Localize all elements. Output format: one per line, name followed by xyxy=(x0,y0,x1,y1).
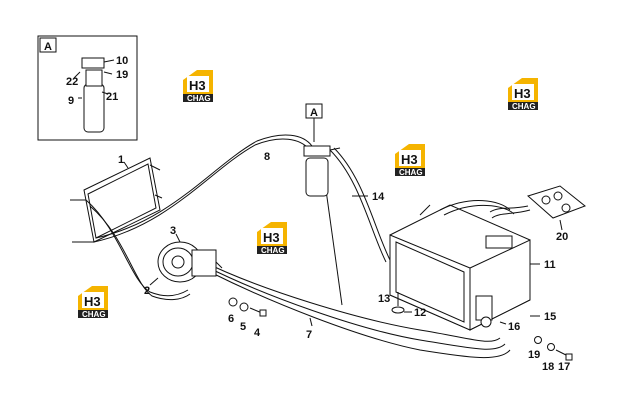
callout-12: 12 xyxy=(414,307,426,319)
compressor xyxy=(157,241,223,283)
callout-2: 2 xyxy=(144,285,150,297)
svg-text:H3: H3 xyxy=(514,86,531,101)
hose-7 xyxy=(199,259,501,342)
callout-19: 19 xyxy=(116,69,128,81)
callout-14: 14 xyxy=(372,191,385,203)
callout-20: 20 xyxy=(556,231,568,243)
callout-1: 1 xyxy=(118,154,124,166)
callout-17: 17 xyxy=(558,361,570,373)
callout-9: 9 xyxy=(68,95,74,107)
callout-11: 11 xyxy=(544,259,556,271)
condenser xyxy=(70,157,163,243)
svg-text:H3: H3 xyxy=(84,294,101,309)
callout-19-lower: 19 xyxy=(528,349,540,361)
fasteners-4-5-6 xyxy=(228,297,267,317)
svg-text:CHAG: CHAG xyxy=(399,168,423,177)
receiver-drier: A xyxy=(303,103,341,197)
hose-14 xyxy=(329,149,387,263)
detail-letter: A xyxy=(44,41,52,53)
hose-8 xyxy=(95,134,313,239)
svg-text:CHAG: CHAG xyxy=(261,246,285,255)
detail-view-a: A xyxy=(37,35,138,141)
svg-text:CHAG: CHAG xyxy=(512,102,536,111)
callout-3: 3 xyxy=(170,225,176,237)
callout-18: 18 xyxy=(542,361,554,373)
callout-8: 8 xyxy=(264,151,270,163)
drier-detail xyxy=(83,83,105,133)
callout-22: 22 xyxy=(66,76,78,88)
svg-text:H3: H3 xyxy=(401,152,418,167)
hvac-unit xyxy=(389,200,531,331)
callout-7: 7 xyxy=(306,329,312,341)
svg-text:CHAG: CHAG xyxy=(187,94,211,103)
svg-text:H3: H3 xyxy=(189,78,206,93)
control-panel xyxy=(489,185,586,219)
fasteners-17-18-19 xyxy=(534,336,573,361)
callout-4: 4 xyxy=(254,327,261,339)
callout-10: 10 xyxy=(116,55,128,67)
ref-letter: A xyxy=(310,107,318,119)
callout-21: 21 xyxy=(106,91,118,103)
callout-5: 5 xyxy=(240,321,246,333)
callout-15: 15 xyxy=(544,311,556,323)
svg-text:H3: H3 xyxy=(263,230,280,245)
svg-text:CHAG: CHAG xyxy=(82,310,106,319)
callout-16: 16 xyxy=(508,321,520,333)
callout-13: 13 xyxy=(378,293,390,305)
callout-6: 6 xyxy=(228,313,234,325)
drain-fitting xyxy=(391,292,405,314)
